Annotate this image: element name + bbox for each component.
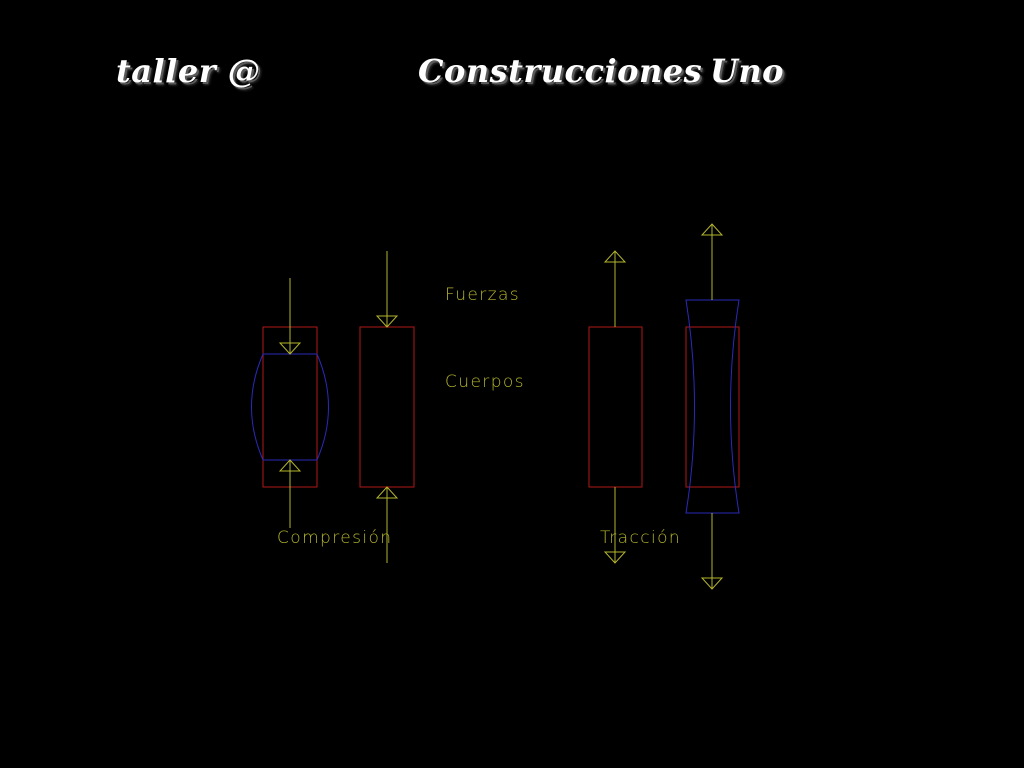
force-bottom-arrowhead [375, 486, 399, 499]
force-top-arrowhead [278, 342, 302, 355]
label-forces: Fuerzas [445, 285, 520, 305]
traction-body-deformed [685, 223, 740, 590]
title-taller: taller @ [116, 52, 261, 90]
body-original-outline [359, 326, 415, 488]
force-top-arrowhead [603, 250, 627, 263]
force-top-arrowhead [700, 223, 724, 236]
body-original-outline [588, 326, 643, 488]
compression-body-deformed [251, 278, 329, 528]
label-compression: Compresión [277, 528, 392, 548]
body-bulged-outline [251, 353, 329, 461]
label-traction: Tracción [600, 528, 681, 548]
force-bottom-arrowhead [278, 459, 302, 472]
title-uno: Uno [710, 52, 785, 90]
label-bodies: Cuerpos [445, 372, 525, 392]
body-necked-outline [685, 299, 740, 514]
force-bottom-arrowhead [700, 577, 724, 590]
traction-body-original [588, 250, 643, 564]
title-construcciones: Construcciones [418, 52, 703, 90]
force-top-arrowhead [375, 315, 399, 328]
body-original-outline [685, 326, 740, 488]
compression-body-original [359, 251, 415, 563]
force-bottom-arrowhead [603, 551, 627, 564]
